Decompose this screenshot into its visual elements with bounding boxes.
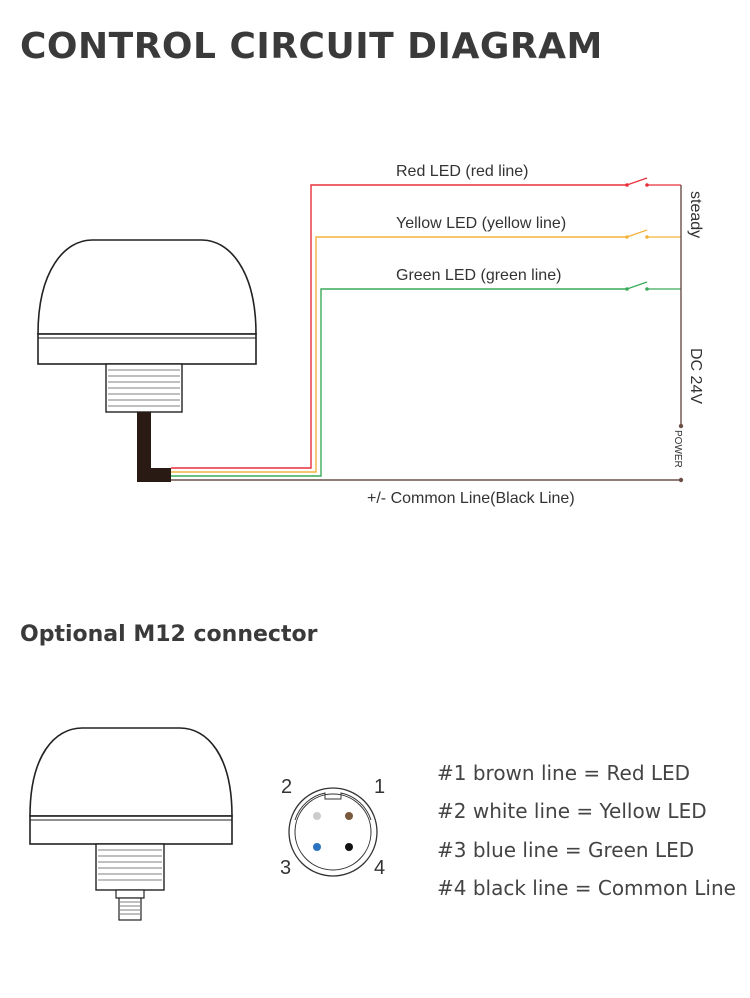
- pin-number-3: 3: [280, 857, 291, 879]
- yellow-led-label: Yellow LED (yellow line): [396, 215, 566, 232]
- page-title: CONTROL CIRCUIT DIAGRAM: [20, 26, 603, 67]
- pin-4-dot: [345, 843, 353, 851]
- legend-item-pin-1: #1 brown line = Red LED: [437, 761, 691, 785]
- steady-label: steady: [687, 191, 704, 238]
- pin-3-dot: [313, 843, 321, 851]
- legend-item-pin-2: #2 white line = Yellow LED: [437, 799, 707, 823]
- legend-item-pin-3: #3 blue line = Green LED: [437, 838, 695, 862]
- red-led-label: Red LED (red line): [396, 163, 529, 180]
- voltage-label: DC 24V: [687, 348, 704, 404]
- wiring: [171, 184, 681, 481]
- tower-light-dome: [37, 239, 257, 482]
- power-label: POWER: [672, 430, 683, 468]
- power-bus: [678, 185, 684, 483]
- pin-number-1: 1: [374, 776, 385, 798]
- m12-pin-face: [288, 787, 378, 877]
- common-line-label: +/- Common Line(Black Line): [367, 490, 575, 507]
- yellow-wire: [171, 236, 627, 473]
- pin-number-4: 4: [374, 857, 385, 879]
- pin-number-2: 2: [281, 776, 292, 798]
- green-wire: [171, 288, 627, 477]
- legend-item-pin-4: #4 black line = Common Line: [437, 876, 736, 900]
- green-led-label: Green LED (green line): [396, 267, 561, 284]
- tower-light-m12: [29, 727, 233, 921]
- pin-2-dot: [313, 812, 321, 820]
- red-wire: [171, 184, 627, 469]
- switches: [625, 177, 681, 291]
- pin-1-dot: [345, 812, 353, 820]
- connector-title: Optional M12 connector: [20, 622, 318, 647]
